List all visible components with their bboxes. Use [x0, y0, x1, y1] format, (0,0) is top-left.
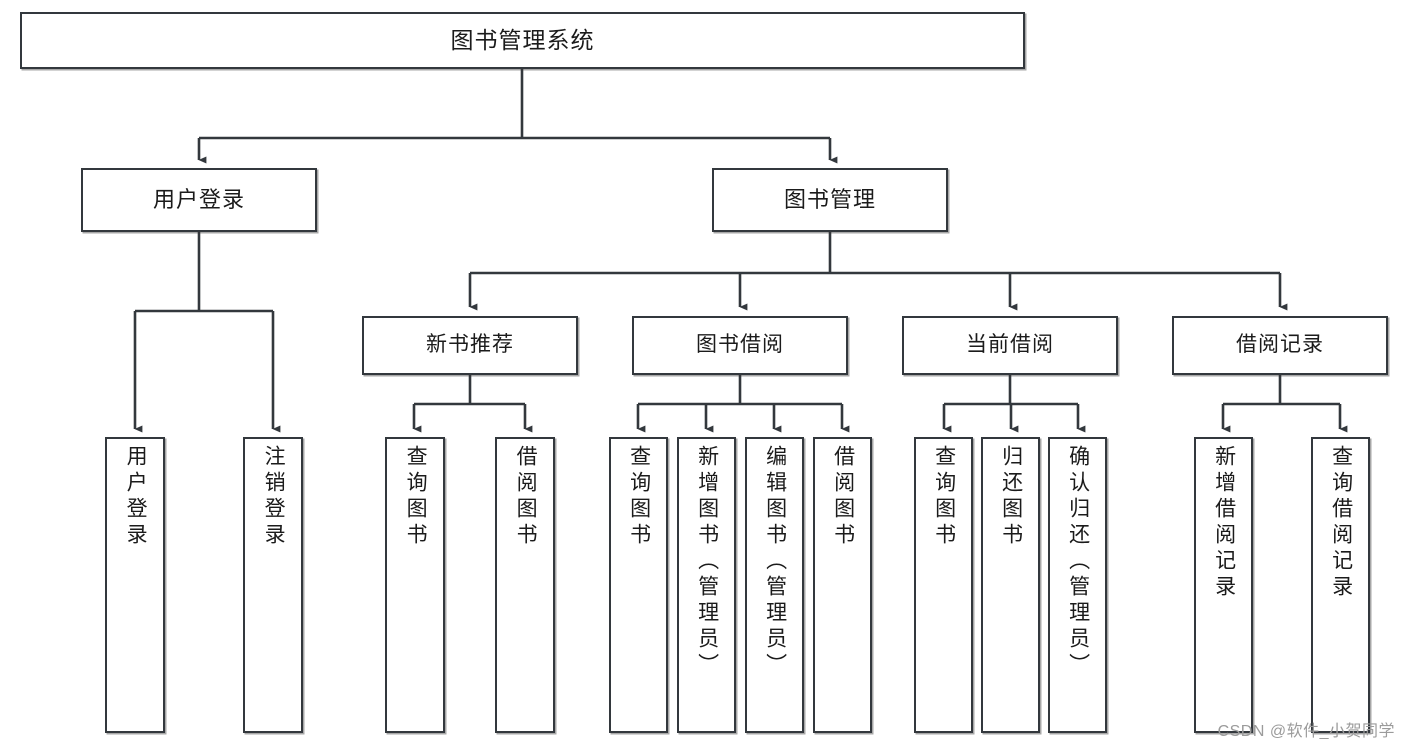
node-label-leaf-return-book: 归还图书 [999, 445, 1023, 549]
node-label-leaf-confirm-return: 确认归还（管理员） [1066, 445, 1090, 679]
node-leaf-query-book-3[interactable]: 查询图书 [914, 437, 973, 733]
node-leaf-edit-book[interactable]: 编辑图书（管理员） [745, 437, 804, 733]
node-book-borrow[interactable]: 图书借阅 [632, 316, 848, 375]
node-label-leaf-borrow-book-1: 借阅图书 [514, 445, 538, 549]
node-book-manage[interactable]: 图书管理 [712, 168, 948, 232]
node-leaf-add-record[interactable]: 新增借阅记录 [1194, 437, 1253, 733]
node-label-book-manage: 图书管理 [783, 187, 876, 213]
node-label-user-login: 用户登录 [152, 187, 245, 213]
node-new-book-recommend[interactable]: 新书推荐 [362, 316, 578, 375]
node-leaf-borrow-book-1[interactable]: 借阅图书 [495, 437, 555, 733]
node-label-leaf-query-book-3: 查询图书 [932, 445, 956, 549]
node-label-leaf-add-book: 新增图书（管理员） [695, 445, 719, 679]
node-leaf-logout-login[interactable]: 注销登录 [243, 437, 303, 733]
node-label-leaf-query-record: 查询借阅记录 [1329, 445, 1353, 601]
node-leaf-query-book-1[interactable]: 查询图书 [385, 437, 445, 733]
node-user-login[interactable]: 用户登录 [81, 168, 317, 232]
node-label-leaf-query-book-2: 查询图书 [627, 445, 651, 549]
node-leaf-add-book[interactable]: 新增图书（管理员） [677, 437, 736, 733]
node-label-leaf-logout-login: 注销登录 [262, 445, 286, 549]
node-leaf-borrow-book-2[interactable]: 借阅图书 [813, 437, 872, 733]
node-root-book-management-system[interactable]: 图书管理系统 [20, 12, 1025, 69]
node-label-root: 图书管理系统 [450, 27, 595, 54]
node-label-new-book-recommend: 新书推荐 [426, 333, 514, 357]
node-leaf-confirm-return[interactable]: 确认归还（管理员） [1048, 437, 1107, 733]
node-label-leaf-add-record: 新增借阅记录 [1212, 445, 1236, 601]
node-current-borrow[interactable]: 当前借阅 [902, 316, 1118, 375]
watermark-text: CSDN @软件_小贺同学 [1217, 723, 1395, 740]
node-label-leaf-user-login: 用户登录 [124, 445, 148, 549]
node-leaf-return-book[interactable]: 归还图书 [981, 437, 1040, 733]
node-label-book-borrow: 图书借阅 [696, 333, 784, 357]
node-leaf-query-record[interactable]: 查询借阅记录 [1311, 437, 1370, 733]
node-borrow-record[interactable]: 借阅记录 [1172, 316, 1388, 375]
node-leaf-user-login[interactable]: 用户登录 [105, 437, 165, 733]
node-leaf-query-book-2[interactable]: 查询图书 [609, 437, 668, 733]
node-label-borrow-record: 借阅记录 [1236, 333, 1324, 357]
node-label-leaf-edit-book: 编辑图书（管理员） [763, 445, 787, 679]
node-label-leaf-query-book-1: 查询图书 [404, 445, 428, 549]
node-label-current-borrow: 当前借阅 [966, 333, 1054, 357]
node-label-leaf-borrow-book-2: 借阅图书 [831, 445, 855, 549]
